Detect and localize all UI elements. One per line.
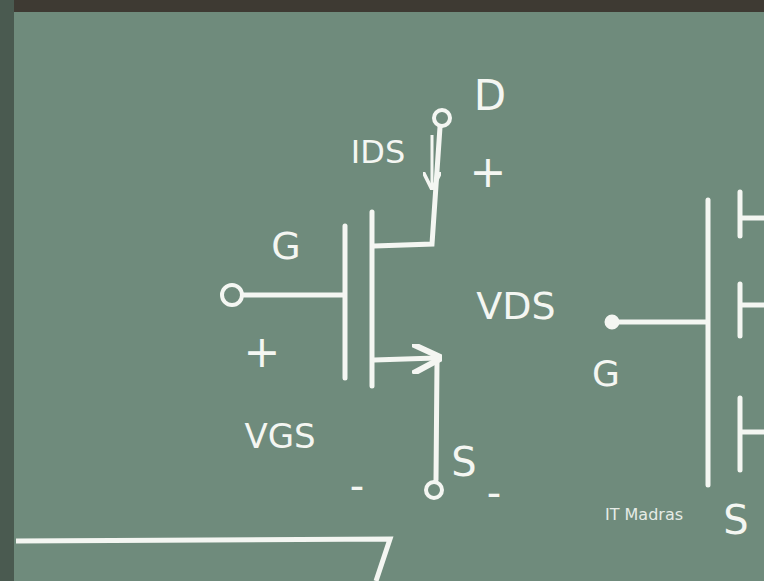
current-name: IDS	[351, 136, 405, 168]
terminal-name: G	[592, 356, 620, 392]
chalk-line	[16, 539, 390, 581]
polarity-sign: -	[487, 473, 501, 513]
voltage-name: VDS	[476, 287, 555, 325]
board-frame	[0, 0, 764, 12]
watermark: IT Madras	[605, 507, 683, 523]
polarity-sign: -	[350, 466, 364, 506]
polarity-sign: +	[470, 150, 507, 194]
voltage-name: VGS	[244, 419, 315, 453]
current-arrow	[431, 135, 434, 186]
terminal-name: G	[271, 227, 300, 265]
terminal-name: S	[451, 442, 476, 482]
mosfet-symbol	[222, 110, 450, 498]
board-frame	[0, 0, 14, 581]
terminal-name: S	[723, 500, 748, 540]
terminal-name: D	[474, 75, 506, 117]
polarity-sign: +	[244, 330, 281, 374]
mosfet-symbol	[607, 192, 764, 485]
